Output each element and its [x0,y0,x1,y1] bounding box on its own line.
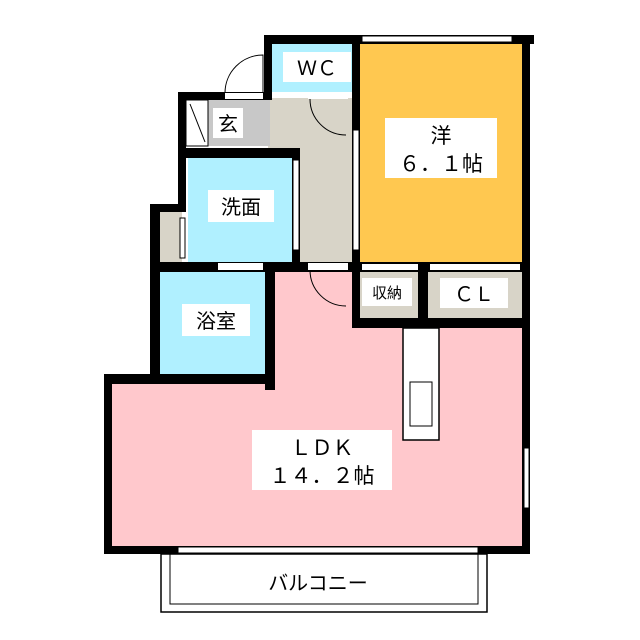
doors-windows [177,35,530,554]
entrance-label: 玄 [218,112,238,136]
bathroom-label: 浴室 [196,309,236,333]
storage-label: 収納 [372,284,402,302]
balcony [160,553,488,613]
western-label: 洋 [431,124,452,148]
balcony-label: バルコニー [268,571,368,595]
shoe-box-diagonal [189,103,206,143]
wc-label: ＷＣ [297,56,337,80]
western-size: ６．１帖 [399,152,483,176]
kitchen-counter [402,327,440,441]
ldk-label: ＬＤＫ [291,436,354,460]
ldk-size: １４．２帖 [270,464,375,488]
balcony-inner [169,553,479,605]
kitchen-sink [409,381,433,427]
closet-label: ＣＬ [454,282,494,306]
washroom-label: 洗面 [221,195,261,219]
washer-space [160,212,182,264]
